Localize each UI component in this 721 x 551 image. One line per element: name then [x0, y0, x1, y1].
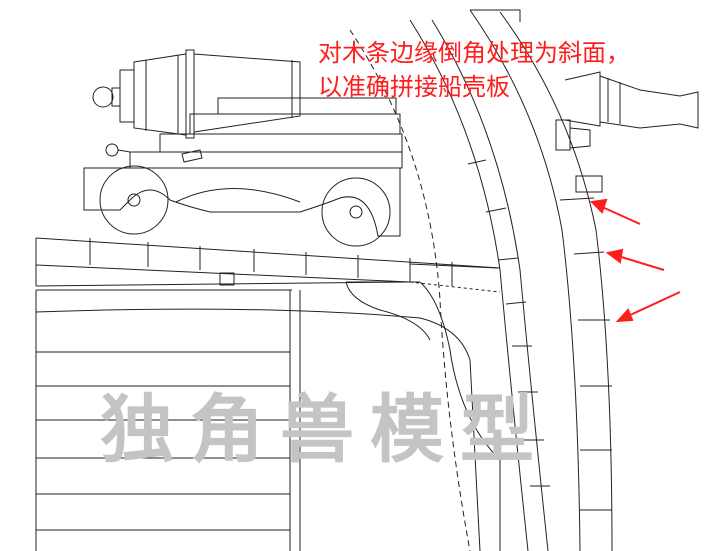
watermark-text: 独角兽模型: [100, 387, 550, 473]
arrow-2: [605, 248, 665, 271]
lower-structure: [35, 281, 501, 551]
deck: [35, 237, 501, 293]
arrow-3: [615, 291, 681, 323]
gun-carriage: [83, 97, 403, 247]
annotation-line-2: 以准确拼接船壳板: [318, 73, 510, 101]
cannon-barrel: [92, 49, 699, 139]
arrow-1: [589, 198, 641, 225]
annotation-arrows: [589, 198, 681, 323]
hull-section: [349, 9, 613, 551]
annotation-line-1: 对木条边缘倒角处理为斜面，: [318, 39, 630, 67]
